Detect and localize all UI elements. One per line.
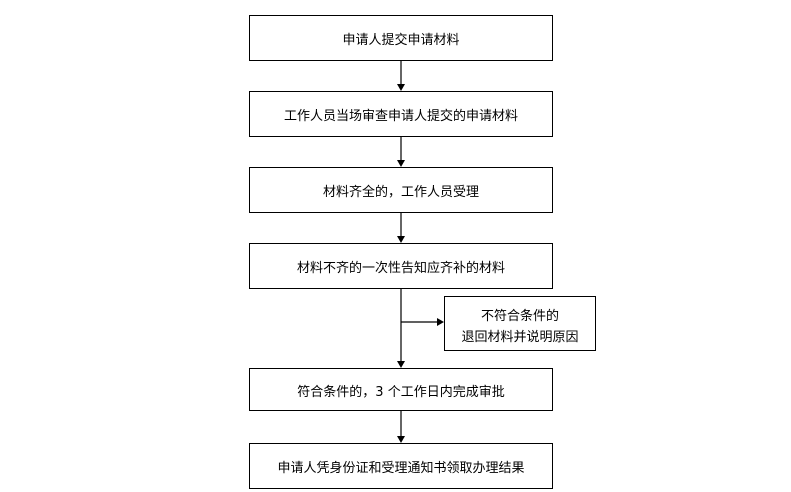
step-review-materials: 工作人员当场审查申请人提交的申请材料 <box>249 91 553 137</box>
side-box-line-1: 不符合条件的 <box>481 308 559 324</box>
step-4-label: 材料不齐的一次性告知应齐补的材料 <box>297 260 505 276</box>
step-6-label: 申请人凭身份证和受理通知书领取办理结果 <box>277 460 524 476</box>
step-collect-result: 申请人凭身份证和受理通知书领取办理结果 <box>249 443 553 489</box>
side-box-line-2: 退回材料并说明原因 <box>461 330 578 345</box>
arrow-1-2 <box>397 61 405 91</box>
side-box-reject: 不符合条件的 退回材料并说明原因 <box>444 296 596 351</box>
arrow-4-5 <box>397 289 405 368</box>
step-approve: 符合条件的，3 个工作日内完成审批 <box>249 368 553 411</box>
arrow-2-3 <box>397 137 405 167</box>
arrow-3-4 <box>397 213 405 243</box>
arrow-branch-reject <box>401 318 444 326</box>
step-1-label: 申请人提交申请材料 <box>342 32 459 48</box>
step-accept-complete: 材料齐全的，工作人员受理 <box>249 167 553 213</box>
arrow-5-6 <box>397 411 405 443</box>
step-submit-materials: 申请人提交申请材料 <box>249 15 553 61</box>
step-5-label: 符合条件的，3 个工作日内完成审批 <box>297 384 504 400</box>
step-2-label: 工作人员当场审查申请人提交的申请材料 <box>284 108 518 124</box>
step-notify-missing: 材料不齐的一次性告知应齐补的材料 <box>249 243 553 289</box>
step-3-label: 材料齐全的，工作人员受理 <box>323 184 479 200</box>
